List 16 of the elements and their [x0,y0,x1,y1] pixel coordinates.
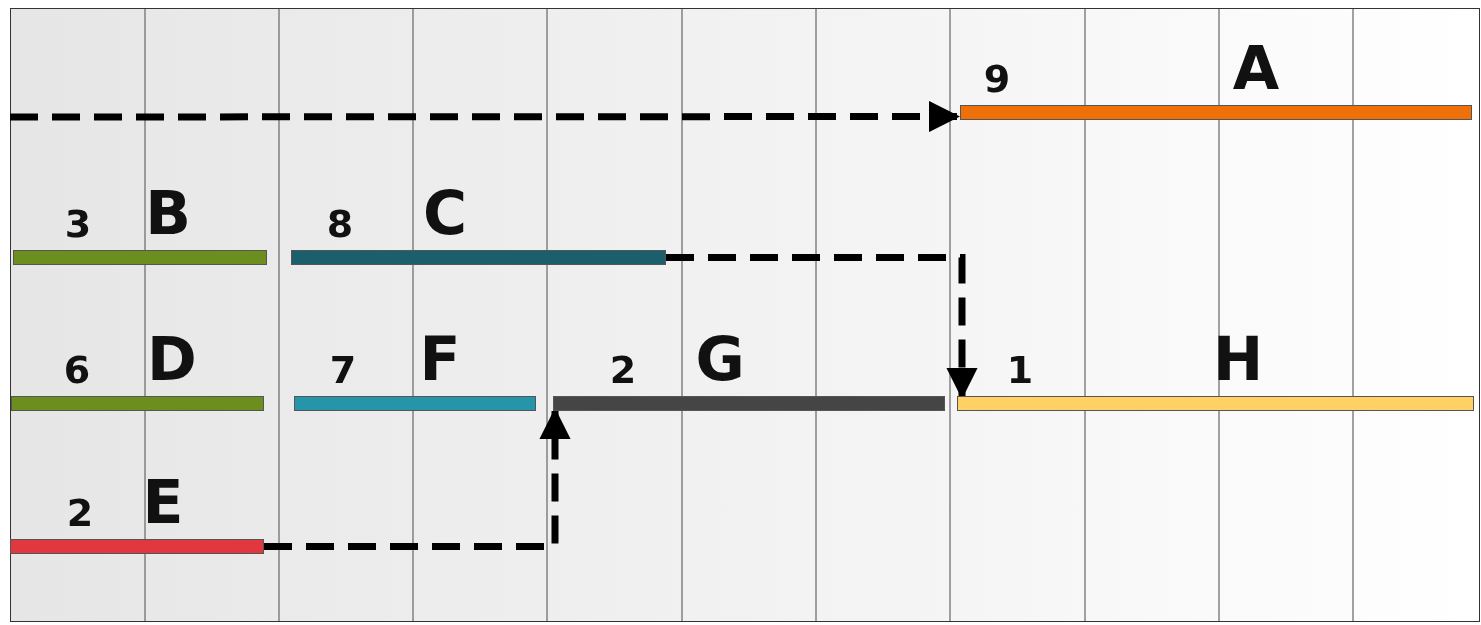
task-label: E [142,472,184,532]
task-label: H [1212,329,1264,389]
duration-label: 3 [64,205,92,243]
duration-label: 1 [1006,351,1034,389]
duration-label: 2 [609,351,637,389]
duration-label: 9 [983,60,1011,98]
task-label: D [147,329,197,389]
duration-label: 6 [63,351,91,389]
task-label: F [419,329,461,389]
duration-label: 7 [329,351,357,389]
task-label: C [423,183,467,243]
task-label: B [145,183,191,243]
task-label: G [695,329,745,389]
task-label: A [1232,38,1280,98]
duration-label: 8 [326,205,354,243]
duration-label: 2 [66,494,94,532]
